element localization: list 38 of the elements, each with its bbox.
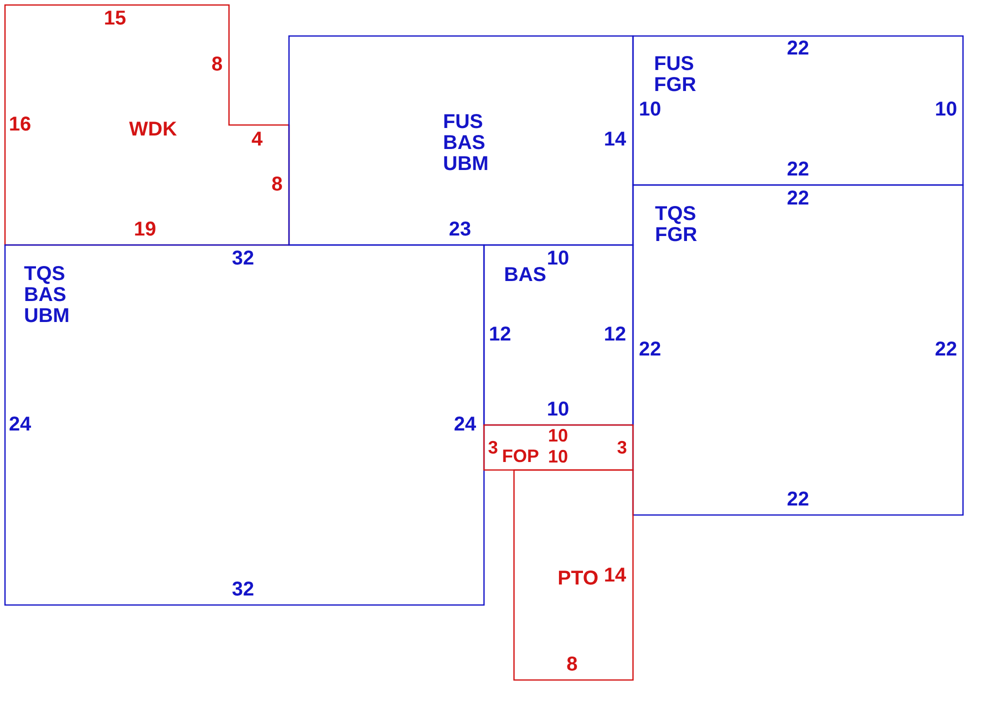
- dimension-label: 32: [232, 248, 254, 270]
- dimension-label: 8: [271, 174, 283, 196]
- dimension-label: 4: [251, 130, 263, 150]
- dimension-label: 3: [488, 438, 498, 458]
- dimension-label: 10: [638, 100, 662, 120]
- dimension-label: 12: [488, 324, 512, 346]
- dimension-label: 22: [934, 340, 958, 360]
- dimension-label: 10: [934, 100, 958, 120]
- dimension-label: 23: [448, 220, 472, 240]
- dimension-label: 22: [638, 340, 662, 360]
- dimension-label: 22: [786, 490, 810, 510]
- dimension-label: 3: [617, 438, 627, 458]
- room-label: FUS BAS UBM: [443, 112, 489, 175]
- room-label: FOP: [502, 446, 540, 467]
- dimension-label: 32: [232, 580, 254, 600]
- dimension-label: 15: [104, 8, 126, 30]
- dimension-label: 22: [786, 38, 810, 60]
- dimension-label: 19: [134, 220, 156, 240]
- dimension-label: 10: [546, 400, 570, 420]
- room-label: TQS BAS UBM: [24, 264, 70, 327]
- dimension-label: 16: [8, 114, 32, 136]
- room-label: FUS FGR: [654, 54, 696, 96]
- room-label: TQS FGR: [655, 204, 698, 246]
- room-label: WDK: [129, 120, 177, 140]
- dimension-label: 10: [548, 426, 568, 446]
- dimension-label: 24: [8, 414, 32, 436]
- dimension-label: 10: [546, 248, 570, 270]
- dimension-label: 8: [566, 654, 578, 676]
- dimension-label: 10: [548, 446, 568, 468]
- dimension-label: 8: [211, 54, 223, 76]
- dimension-label: 22: [786, 160, 810, 180]
- dimension-label: 12: [604, 324, 626, 346]
- room-label: PTO: [558, 568, 598, 590]
- room-label: BAS: [504, 265, 546, 286]
- dimension-label: 22: [786, 188, 810, 210]
- dimension-label: 14: [604, 566, 626, 586]
- dimension-label: 24: [454, 414, 476, 436]
- dimension-label: 14: [604, 130, 626, 150]
